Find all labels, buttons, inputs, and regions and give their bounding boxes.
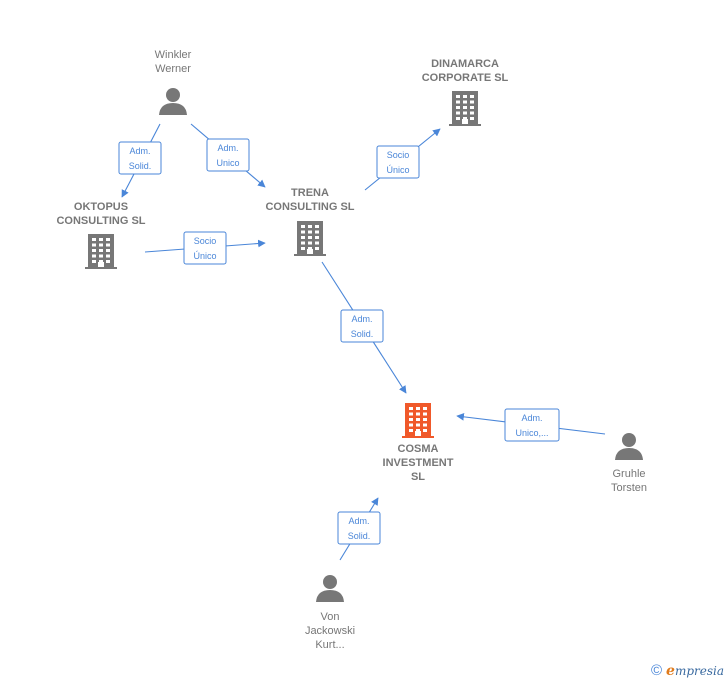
- person-icon[interactable]: [316, 575, 344, 602]
- node-label: Werner: [155, 63, 191, 75]
- node-label: DINAMARCA: [431, 58, 499, 70]
- building-icon[interactable]: [85, 234, 117, 269]
- node-trena[interactable]: TRENA CONSULTING SL: [265, 187, 355, 256]
- edge-label-text: Solid.: [348, 531, 371, 541]
- copyright-icon: ©: [650, 662, 663, 679]
- edge-label-text: Adm.: [521, 413, 542, 423]
- node-label: CORPORATE SL: [422, 72, 509, 84]
- node-label: Jackowski: [305, 625, 355, 637]
- edge-label-text: Solid.: [351, 329, 374, 339]
- node-label: SL: [411, 471, 425, 483]
- person-icon[interactable]: [159, 88, 187, 115]
- edge-label-text: Unico,...: [515, 428, 548, 438]
- brand-initial: e: [666, 662, 675, 679]
- edge-label-text: Adm.: [217, 143, 238, 153]
- node-cosma[interactable]: COSMA INVESTMENT SL: [383, 403, 454, 483]
- node-label: CONSULTING SL: [56, 215, 145, 227]
- node-label: Gruhle: [612, 468, 645, 480]
- building-icon[interactable]: [449, 91, 481, 126]
- node-label: Winkler: [155, 49, 192, 61]
- edge-trena-cosma: Adm. Solid.: [321, 261, 407, 394]
- node-label: OKTOPUS: [74, 201, 128, 213]
- footer-brand: © e mpresia: [651, 662, 724, 679]
- edge-label-box[interactable]: [206, 138, 250, 172]
- edge-label-text: Solid.: [129, 161, 152, 171]
- building-icon[interactable]: [402, 403, 434, 438]
- edge-label-text: Único: [386, 165, 409, 175]
- building-icon[interactable]: [294, 221, 326, 256]
- edge-label-box[interactable]: [337, 511, 381, 545]
- edge-winkler-trena: Adm. Unico: [190, 123, 266, 188]
- edge-label-box[interactable]: [376, 145, 420, 179]
- node-label: Torsten: [611, 482, 647, 494]
- edge-label-box[interactable]: [504, 408, 560, 442]
- node-label: TRENA: [291, 187, 329, 199]
- node-label: INVESTMENT: [383, 457, 454, 469]
- edge-label-box[interactable]: [340, 309, 384, 343]
- edge-label-text: Adm.: [351, 314, 372, 324]
- person-icon[interactable]: [615, 433, 643, 460]
- edge-label-text: Adm.: [348, 516, 369, 526]
- node-oktopus[interactable]: OKTOPUS CONSULTING SL: [56, 201, 146, 269]
- edge-jackowski-cosma: Adm. Solid.: [337, 497, 381, 561]
- node-dinamarca[interactable]: DINAMARCA CORPORATE SL: [422, 58, 509, 126]
- edge-label-text: Socio: [387, 150, 410, 160]
- edge-label-text: Unico: [216, 158, 239, 168]
- edge-label-box[interactable]: [118, 141, 162, 175]
- node-label: CONSULTING SL: [265, 201, 354, 213]
- node-label: Von: [321, 611, 340, 623]
- edge-winkler-oktopus: Adm. Solid.: [118, 123, 162, 198]
- edge-gruhle-cosma: Adm. Unico,...: [456, 408, 606, 442]
- edges-layer: Adm.Solid.Adm.UnicoSocioÚnicoSocioÚnicoA…: [118, 123, 606, 561]
- edge-label-text: Socio: [194, 236, 217, 246]
- edge-label-text: Único: [193, 251, 216, 261]
- edge-label-box[interactable]: [183, 231, 227, 265]
- node-jackowski[interactable]: VonJackowskiKurt...: [305, 575, 355, 651]
- node-label: COSMA: [398, 443, 439, 455]
- edge-label-text: Adm.: [129, 146, 150, 156]
- brand-name: mpresia: [674, 663, 724, 678]
- node-label: Kurt...: [315, 639, 344, 651]
